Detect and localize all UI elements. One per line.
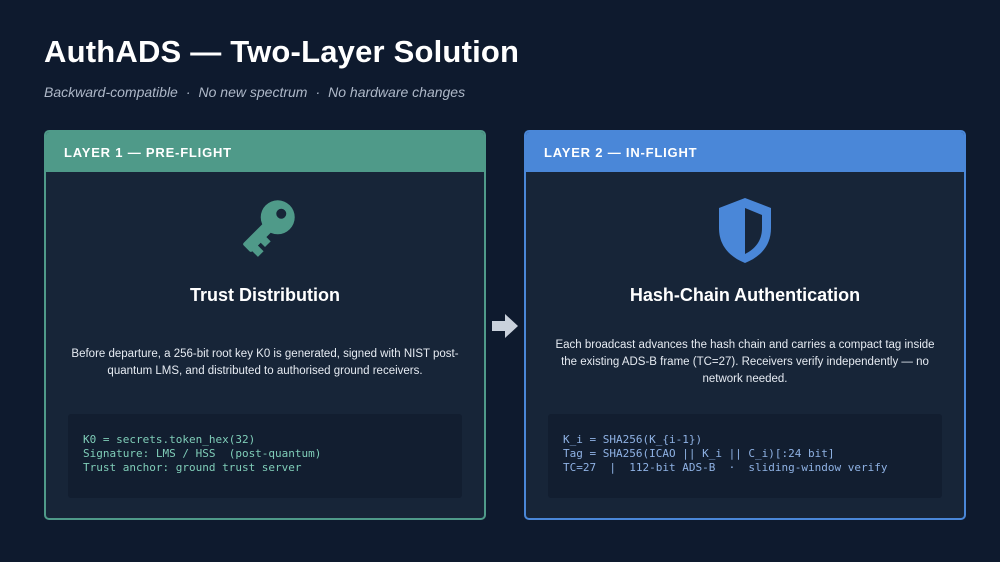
layer2-header: LAYER 2 — IN-FLIGHT (526, 132, 964, 172)
subtitle-item-backward-compatible: Backward-compatible (44, 84, 178, 100)
layer1-panel: LAYER 1 — PRE-FLIGHT Trust Distribution … (44, 130, 486, 520)
code-line: K0 = secrets.token_hex(32) (83, 433, 256, 446)
code-line: Trust anchor: ground trust server (83, 461, 302, 474)
layer2-description: Each broadcast advances the hash chain a… (555, 339, 935, 385)
layer1-description: Before departure, a 256-bit root key K0 … (71, 348, 459, 377)
code-line: TC=27 | 112-bit ADS-B · sliding-window v… (563, 461, 888, 474)
layer2-title: Hash-Chain Authentication (629, 285, 861, 305)
page-subtitle: Backward-compatible · No new spectrum · No h… (44, 84, 465, 100)
code-line: K_i = SHA256(K_{i-1}) (563, 433, 703, 446)
subtitle-separator: · (185, 84, 191, 100)
page-title: AuthADS — Two-Layer Solution (44, 34, 520, 69)
subtitle-item-no-new-spectrum: No new spectrum (198, 84, 308, 100)
key-icon (225, 194, 305, 266)
subtitle-item-no-hardware-changes: No hardware changes (328, 84, 466, 100)
subtitle-separator: · (315, 84, 321, 100)
code-line: Signature: LMS / HSS (post-quantum) (83, 447, 322, 460)
layer2-code-block: K_i = SHA256(K_{i-1}) Tag = SHA256(ICAO … (548, 414, 942, 498)
code-line: Tag = SHA256(ICAO || K_i || C_i)[:24 bit… (563, 447, 835, 460)
arrow-right-icon (490, 313, 520, 339)
layer1-title: Trust Distribution (190, 285, 340, 305)
shield-icon (705, 194, 785, 266)
layer1-header: LAYER 1 — PRE-FLIGHT (46, 132, 484, 172)
layer2-panel: LAYER 2 — IN-FLIGHT Hash-Chain Authentic… (524, 130, 966, 520)
layer1-code-block: K0 = secrets.token_hex(32) Signature: LM… (68, 414, 462, 498)
